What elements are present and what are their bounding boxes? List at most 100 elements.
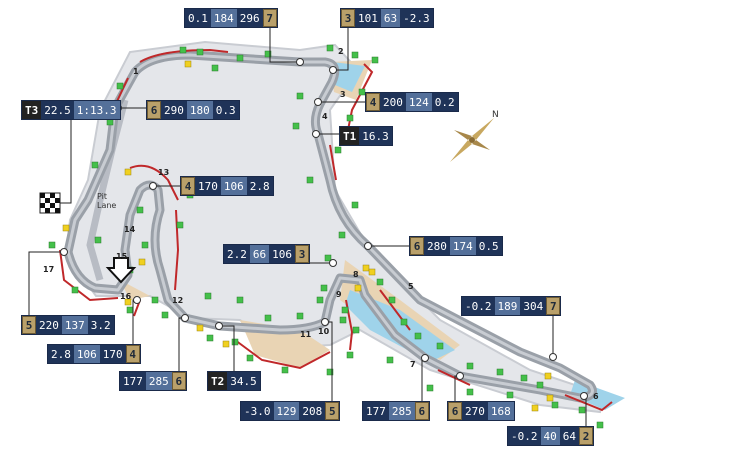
green-marker bbox=[346, 114, 354, 122]
green-marker bbox=[179, 46, 187, 54]
gear-badge: 7 bbox=[262, 9, 277, 27]
corner-dot bbox=[321, 318, 329, 326]
yellow-marker bbox=[184, 60, 192, 68]
corner-dot bbox=[364, 242, 372, 250]
yellow-marker bbox=[196, 324, 204, 332]
green-marker bbox=[106, 118, 114, 126]
green-marker bbox=[506, 391, 514, 399]
corner-dot bbox=[181, 314, 189, 322]
corner-dot bbox=[60, 248, 68, 256]
yellow-marker bbox=[62, 224, 70, 232]
callout-value: 66 bbox=[249, 245, 270, 263]
green-marker bbox=[211, 64, 219, 72]
green-marker bbox=[48, 241, 56, 249]
green-marker bbox=[496, 368, 504, 376]
callout-value: 177 bbox=[120, 372, 146, 390]
turn-number-label: 11 bbox=[300, 330, 312, 339]
callout-value: 3.2 bbox=[87, 316, 114, 334]
yellow-marker bbox=[362, 264, 370, 272]
green-marker bbox=[341, 306, 349, 314]
callout-value: 63 bbox=[380, 9, 401, 27]
callout-value: 137 bbox=[61, 316, 88, 334]
gear-badge: 6 bbox=[448, 402, 462, 420]
pit-lane-label-line1: Pit bbox=[97, 192, 108, 201]
gear-badge: 5 bbox=[22, 316, 36, 334]
yellow-marker bbox=[531, 404, 539, 412]
callout-value: 189 bbox=[494, 297, 521, 315]
turn-number-label: 16 bbox=[120, 292, 132, 301]
callout-value: 124 bbox=[405, 93, 432, 111]
green-marker bbox=[236, 54, 244, 62]
gear-badge: 3 bbox=[295, 245, 309, 263]
green-marker bbox=[196, 48, 204, 56]
circuit-infield bbox=[64, 40, 607, 414]
gear-badge: 4 bbox=[181, 177, 195, 195]
pit-lane-label-line2: Lane bbox=[97, 201, 117, 210]
green-marker bbox=[176, 221, 184, 229]
callout-value: 0.2 bbox=[431, 93, 458, 111]
marshal-markers bbox=[48, 44, 604, 429]
yellow-marker bbox=[124, 298, 132, 306]
green-marker bbox=[71, 286, 79, 294]
green-marker bbox=[236, 296, 244, 304]
green-marker bbox=[466, 362, 474, 370]
corner-dot bbox=[329, 66, 337, 74]
green-marker bbox=[204, 292, 212, 300]
green-marker bbox=[386, 356, 394, 364]
corner-dot bbox=[215, 322, 223, 330]
green-marker bbox=[264, 314, 272, 322]
callout-value: 0.5 bbox=[475, 237, 502, 255]
turn-number-label: 2 bbox=[338, 47, 344, 56]
turn-number-label: 5 bbox=[408, 282, 414, 291]
green-marker bbox=[520, 374, 528, 382]
corner-dot bbox=[549, 353, 557, 361]
yellow-marker bbox=[546, 394, 554, 402]
callout-value: 106 bbox=[269, 245, 295, 263]
callout-value: 34.5 bbox=[227, 372, 260, 390]
callout-connector bbox=[219, 325, 235, 372]
callout-value: 177 bbox=[363, 402, 389, 420]
gear-badge: 6 bbox=[414, 402, 429, 420]
callout-value: 101 bbox=[355, 9, 381, 27]
callout-value: 1:13.3 bbox=[73, 101, 120, 119]
green-marker bbox=[346, 351, 354, 359]
gear-badge: 4 bbox=[125, 345, 140, 363]
green-marker bbox=[281, 366, 289, 374]
green-marker bbox=[141, 241, 149, 249]
turn-number-label: 6 bbox=[593, 392, 599, 401]
callout-connector bbox=[269, 27, 300, 63]
callout-value: 285 bbox=[145, 372, 172, 390]
turn-number-label: 9 bbox=[336, 290, 342, 299]
green-marker bbox=[596, 421, 604, 429]
track-line-center bbox=[66, 53, 594, 400]
compass-north-label: N bbox=[492, 110, 499, 120]
gear-badge: 6 bbox=[171, 372, 186, 390]
timing-badge: T2 bbox=[208, 372, 228, 390]
corner-dot bbox=[133, 296, 141, 304]
green-marker bbox=[376, 278, 384, 286]
yellow-marker bbox=[368, 268, 376, 276]
green-marker bbox=[326, 44, 334, 52]
green-marker bbox=[116, 82, 124, 90]
green-marker bbox=[94, 236, 102, 244]
compass-rose-icon bbox=[450, 118, 494, 162]
callout-connector bbox=[333, 27, 349, 71]
runoff-area bbox=[120, 280, 150, 300]
turn-number-label: 15 bbox=[116, 252, 128, 261]
gear-badge: 5 bbox=[325, 402, 340, 420]
green-marker bbox=[339, 316, 347, 324]
green-marker bbox=[414, 332, 422, 340]
green-marker bbox=[388, 296, 396, 304]
green-marker bbox=[426, 384, 434, 392]
callout-value: 270 bbox=[462, 402, 488, 420]
callout-value: 296 bbox=[236, 9, 263, 27]
green-marker bbox=[231, 338, 239, 346]
turn-number-label: 12 bbox=[172, 296, 184, 305]
